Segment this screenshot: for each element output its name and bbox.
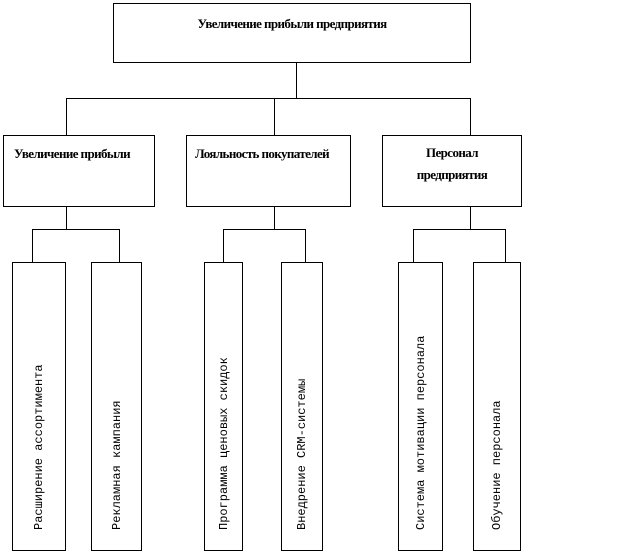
connector <box>66 98 67 135</box>
connector <box>32 229 33 264</box>
leaf-label: Обучение персонала <box>490 400 504 530</box>
connector <box>223 229 306 230</box>
leaf-node: Обучение персонала <box>473 262 521 551</box>
leaf-label: Рекламная кампания <box>109 400 124 530</box>
leaf-label: Система мотивации персонала <box>413 335 428 530</box>
root-node: Увеличение прибыли предприятия <box>113 3 471 63</box>
connector <box>66 207 67 229</box>
connector <box>470 98 471 135</box>
branch-label: Увеличение прибыли <box>14 146 131 161</box>
connector <box>296 63 297 99</box>
connector <box>274 207 275 229</box>
leaf-node: Система мотивации персонала <box>398 262 443 551</box>
connector <box>66 98 471 99</box>
connector <box>413 229 506 230</box>
connector <box>470 207 471 229</box>
leaf-node: Рекламная кампания <box>91 262 142 551</box>
connector <box>119 229 120 264</box>
leaf-node: Расширение ассортимента <box>12 262 66 551</box>
leaf-node: Внедрение CRM-системы <box>281 262 323 551</box>
root-label: Увеличение прибыли предприятия <box>197 16 387 31</box>
connector <box>223 229 224 264</box>
leaf-label: Программа ценовых скидок <box>216 357 231 530</box>
branch-label: Персонал предприятия <box>416 145 488 182</box>
branch-node-profit: Увеличение прибыли <box>3 135 155 207</box>
leaf-label: Расширение ассортимента <box>32 364 46 530</box>
leaf-node: Программа ценовых скидок <box>204 262 243 551</box>
connector <box>305 229 306 264</box>
connector <box>32 229 120 230</box>
connector <box>413 229 414 264</box>
branch-label: Лояльность покупателей <box>195 146 330 161</box>
leaf-label: Внедрение CRM-системы <box>295 378 309 530</box>
connector <box>274 98 275 135</box>
branch-node-staff: Персонал предприятия <box>382 135 522 207</box>
branch-node-loyalty: Лояльность покупателей <box>186 135 351 207</box>
connector <box>505 229 506 264</box>
